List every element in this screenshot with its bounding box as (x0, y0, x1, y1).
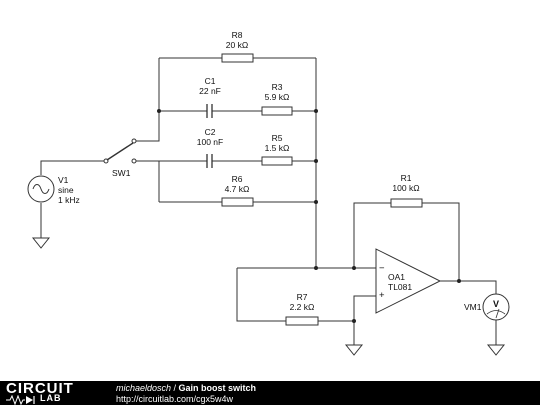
junction-dot (352, 319, 356, 323)
ground-icon (486, 344, 506, 356)
switch-blade (106, 142, 134, 161)
resistor-r3-body[interactable] (261, 106, 293, 116)
junction-dot (157, 109, 161, 113)
junction-dot (314, 200, 318, 204)
wire-output (440, 280, 497, 294)
r8-ref-label: R8 (232, 30, 243, 40)
circuit-title: Gain boost switch (178, 383, 257, 393)
ground-icon (344, 344, 364, 356)
vm1-ref-label: VM1 (464, 302, 482, 312)
oa1-minus-label: − (379, 263, 385, 274)
junction-dot (314, 266, 318, 270)
oa1-part-label: TL081 (388, 282, 412, 292)
resistor-diode-logo-icon (6, 395, 35, 405)
v1-freq-label: 1 kHz (58, 195, 80, 205)
c1-ref-label: C1 (205, 76, 216, 86)
wire-left-bus-top (136, 58, 160, 142)
r8-value-label: 20 kΩ (226, 40, 248, 50)
c1-value-label: 22 nF (199, 86, 221, 96)
c2-ref-label: C2 (205, 127, 216, 137)
logo-bottom-text: LAB (40, 393, 62, 403)
ground-icon (31, 237, 51, 249)
resistor-r6-body[interactable] (221, 197, 254, 207)
wire-r1-left (353, 202, 391, 268)
r6-ref-label: R6 (232, 174, 243, 184)
author-name[interactable]: michaeldosch (116, 383, 172, 393)
resistor-r8-body[interactable] (221, 53, 254, 63)
footer-credit: michaeldosch / Gain boost switch (116, 383, 256, 393)
resistor-r5-body[interactable] (261, 156, 293, 166)
junctions (157, 109, 461, 323)
r3-ref-label: R3 (272, 82, 283, 92)
op-amp-oa1[interactable] (375, 248, 442, 314)
sine-wave-glyph (32, 184, 50, 194)
sw1-ref-label: SW1 (112, 168, 131, 178)
circuit-url-link[interactable]: http://circuitlab.com/cgx5w4w (116, 394, 234, 404)
wires (40, 57, 497, 345)
wire-v1-top (40, 160, 104, 175)
r7-value-label: 2.2 kΩ (290, 302, 315, 312)
v1-type-label: sine (58, 185, 74, 195)
v1-ref-label: V1 (58, 175, 69, 185)
voltmeter-vm1[interactable] (482, 293, 510, 321)
grounds (31, 237, 506, 356)
capacitors (206, 104, 213, 168)
vm1-glyph: V (493, 299, 499, 309)
oa1-plus-label: + (379, 290, 385, 301)
junction-dot (352, 266, 356, 270)
logo-top-text: CIRCUIT (6, 380, 74, 397)
credit-separator: / (171, 383, 179, 393)
wire-inv-loop (236, 268, 286, 322)
oa1-ref-label: OA1 (388, 272, 405, 282)
resistors (221, 53, 423, 326)
junction-dot (314, 109, 318, 113)
voltmeter-needle (495, 308, 500, 319)
voltage-source-v1[interactable] (27, 175, 55, 203)
labels: R8 20 kΩ C1 22 nF R3 5.9 kΩ C2 100 nF R5… (58, 30, 499, 312)
switch-throw-bottom (131, 158, 137, 164)
wire-left-bus-bottom (136, 160, 160, 202)
schematic-canvas: R8 20 kΩ C1 22 nF R3 5.9 kΩ C2 100 nF R5… (27, 30, 510, 356)
r7-ref-label: R7 (297, 292, 308, 302)
wire-r1-right (422, 202, 460, 281)
voltmeter-scale-arc (486, 310, 506, 315)
footer-bar: CIRCUIT LAB michaeldosch / Gain boost sw… (0, 380, 540, 405)
op-amp-triangle-icon (375, 248, 442, 314)
resistor-r7-body[interactable] (285, 316, 319, 326)
switch-sw1[interactable] (103, 138, 137, 164)
r1-value-label: 100 kΩ (392, 183, 419, 193)
junction-dot (314, 159, 318, 163)
r5-value-label: 1.5 kΩ (265, 143, 290, 153)
switch-throw-top (131, 138, 137, 144)
r5-ref-label: R5 (272, 133, 283, 143)
wire-noninv (353, 295, 376, 345)
r3-value-label: 5.9 kΩ (265, 92, 290, 102)
circuitlab-logo[interactable]: CIRCUIT LAB (4, 380, 104, 405)
voltmeter-icon (482, 293, 510, 321)
c2-value-label: 100 nF (197, 137, 223, 147)
junction-dot (457, 279, 461, 283)
r1-ref-label: R1 (401, 173, 412, 183)
resistor-r1-body[interactable] (390, 198, 423, 208)
r6-value-label: 4.7 kΩ (225, 184, 250, 194)
